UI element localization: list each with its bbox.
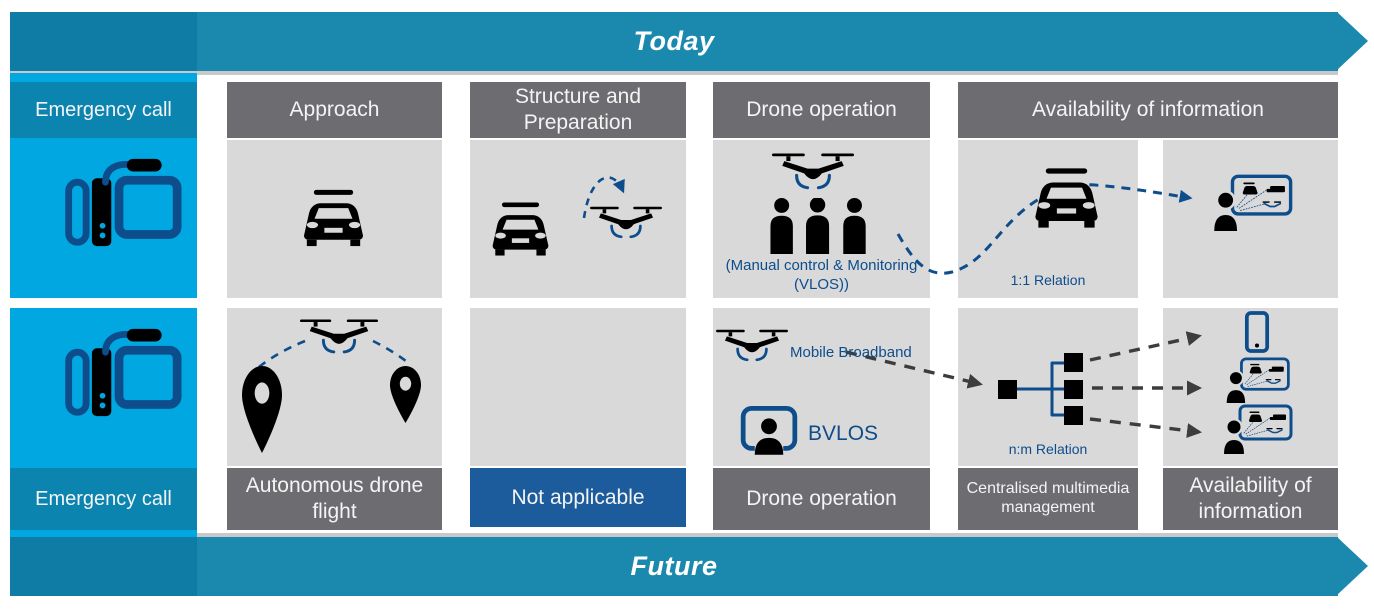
three-operators-icon [766, 198, 872, 254]
operator-at-screen-icon [1213, 174, 1293, 231]
emergency-header-today: Emergency call [10, 82, 197, 138]
autonomous-header: Autonomous drone flight [227, 468, 442, 530]
future-banner [10, 537, 1338, 596]
dispatcher-station-icon [55, 327, 185, 419]
smartphone-icon [1240, 311, 1274, 353]
dispatcher-station-icon [55, 157, 185, 249]
availability-header-today: Availability of information [958, 82, 1338, 138]
multimedia-hub-icon [996, 348, 1088, 430]
future-banner-arrowhead-icon [1337, 537, 1368, 595]
drone-operation-header-today: Drone operation [713, 82, 930, 138]
drone-icon [772, 150, 854, 194]
not-applicable-header: Not applicable [470, 468, 686, 527]
availability-panel-today-right [1163, 140, 1338, 298]
emergency-header-future: Emergency call [10, 468, 197, 530]
structure-header: Structure and Preparation [470, 82, 686, 138]
central-management-header: Centralised multimedia management [958, 468, 1138, 530]
today-banner-label: Today [633, 26, 715, 56]
operator-at-screen-icon [1218, 404, 1298, 454]
drone-operation-panel-future [713, 308, 930, 466]
today-banner-arrowhead-icon [1337, 12, 1368, 70]
police-car-icon [297, 187, 370, 249]
operator-at-screen-icon [1218, 357, 1298, 403]
bvlos-label: BVLOS [808, 422, 879, 445]
today-banner [10, 12, 1338, 71]
availability-header-future: Availability of information [1163, 468, 1338, 530]
map-pin-icon [242, 366, 282, 453]
drone-icon [716, 326, 788, 366]
bvlos-remote-operator-icon [740, 404, 798, 457]
future-banner-left-block [10, 537, 197, 596]
map-pin-icon [390, 366, 421, 423]
future-banner-label: Future [630, 551, 718, 581]
not-applicable-panel [470, 308, 686, 466]
today-banner-left-block [10, 12, 197, 71]
police-car-icon [1028, 166, 1105, 230]
mobile-broadband-label: Mobile Broadband [790, 344, 912, 361]
manual-control-caption: (Manual control & Monitoring (VLOS)) [725, 257, 918, 293]
n-to-m-relation-label: n:m Relation [1008, 441, 1088, 457]
drone-icon [300, 316, 378, 358]
drone-icon [590, 203, 662, 243]
police-car-icon [486, 200, 555, 258]
approach-header: Approach [227, 82, 442, 138]
one-to-one-relation-label: 1:1 Relation [1010, 272, 1086, 288]
drone-operation-header-future: Drone operation [713, 468, 930, 530]
